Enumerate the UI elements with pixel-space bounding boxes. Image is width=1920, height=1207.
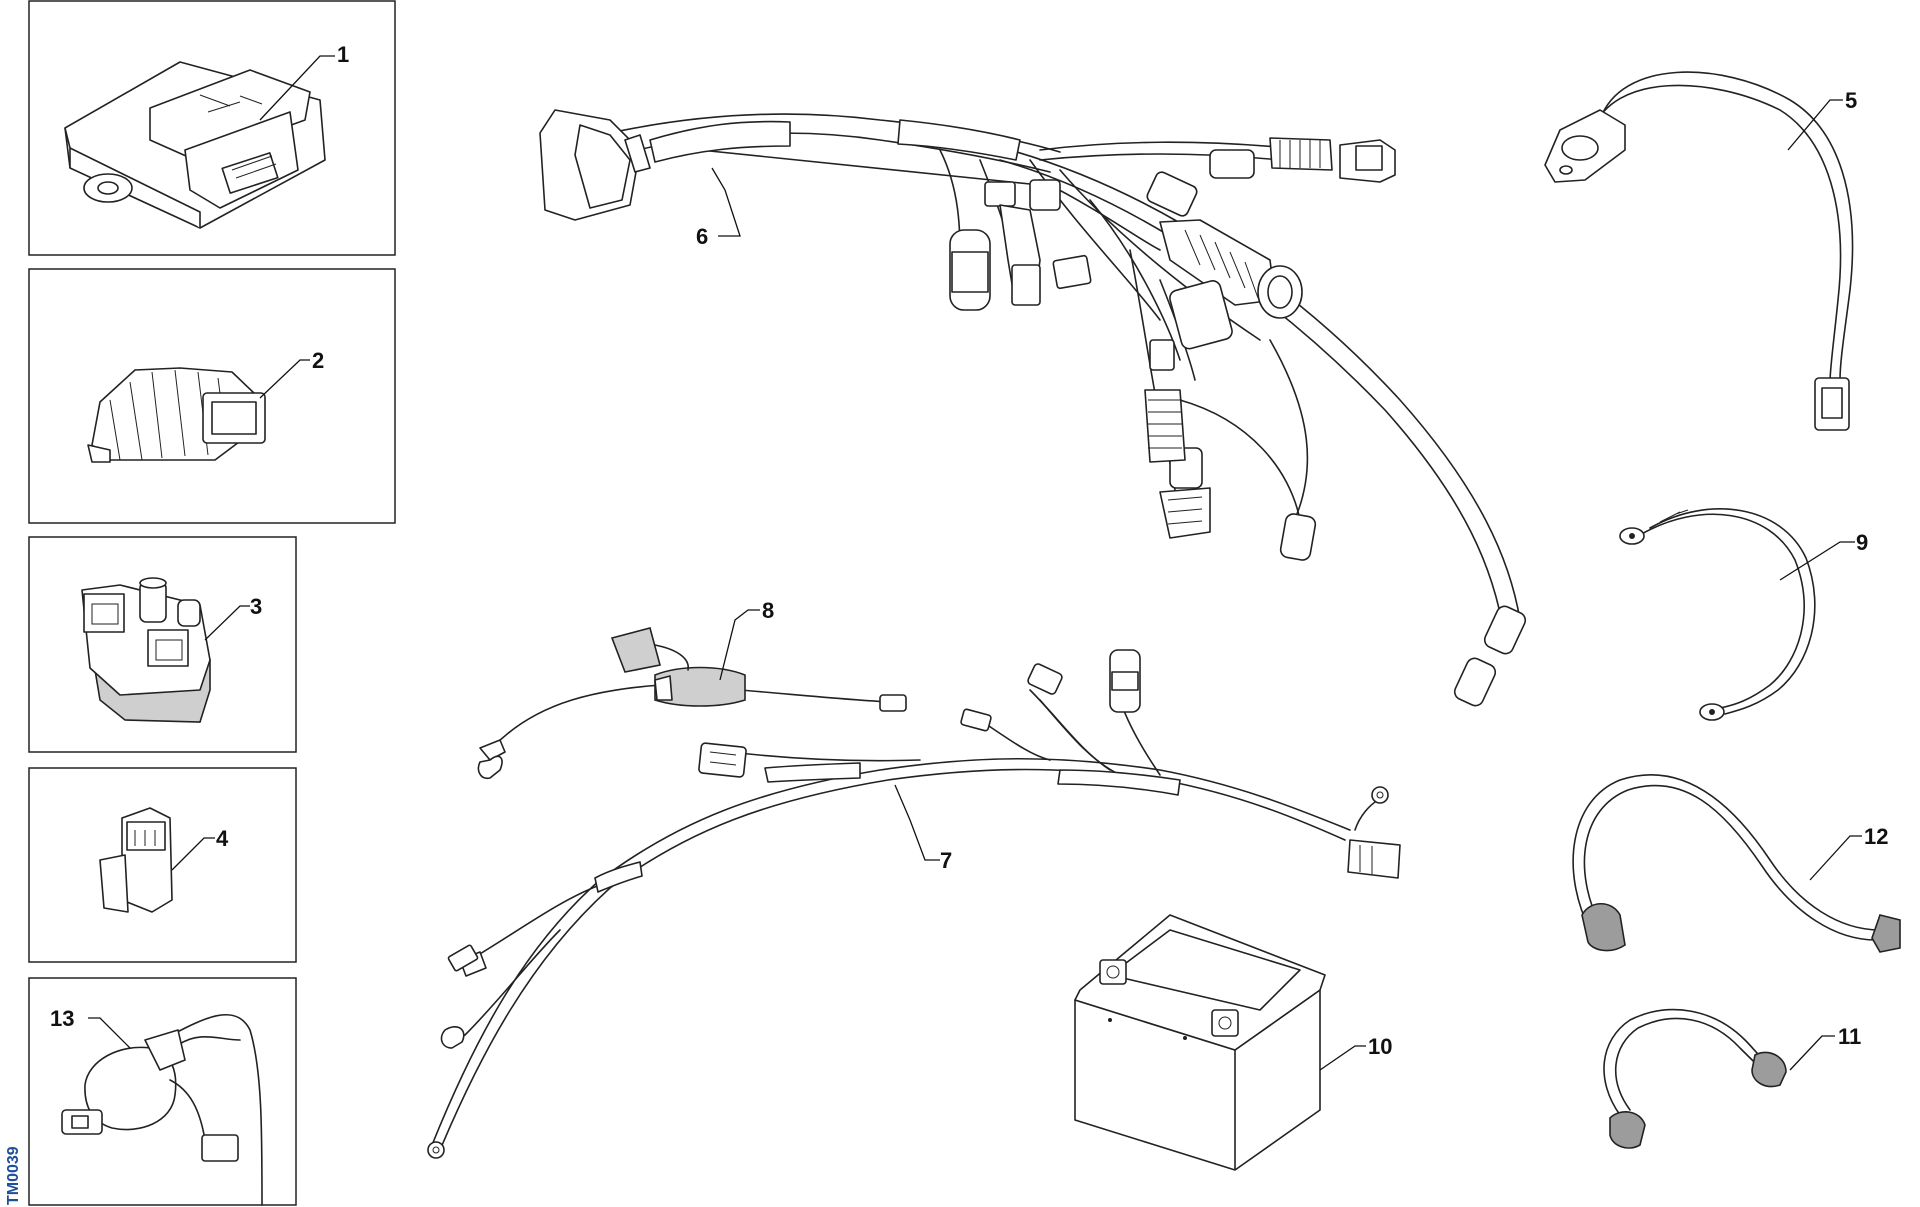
leader-line-11 <box>1789 1035 1835 1071</box>
callout-9: 9 <box>1856 530 1868 555</box>
part-box-13 <box>28 977 297 1206</box>
starter-relay-icon <box>81 577 211 723</box>
connector-icon <box>99 807 173 913</box>
leader-line-4 <box>171 837 215 871</box>
long-battery-cable-icon <box>1572 774 1901 953</box>
sensor-cable-icon <box>1544 71 1854 431</box>
callout-10: 10 <box>1368 1034 1392 1059</box>
leader-line-7 <box>894 784 940 861</box>
part-box-4 <box>28 767 297 963</box>
callout-7: 7 <box>940 848 952 873</box>
ignition-coil-icon <box>61 1013 263 1206</box>
leader-line-5 <box>1787 99 1843 151</box>
leader-line-13 <box>88 1017 131 1049</box>
callout-3: 3 <box>250 594 262 619</box>
callout-8: 8 <box>762 598 774 623</box>
callout-13: 13 <box>50 1006 74 1031</box>
battery-icon <box>1074 914 1326 1171</box>
callout-12: 12 <box>1864 824 1888 849</box>
callout-1: 1 <box>337 42 349 67</box>
callout-11: 11 <box>1838 1024 1861 1049</box>
callout-6: 6 <box>696 224 708 249</box>
leader-line-1 <box>259 55 335 121</box>
callout-5: 5 <box>1845 88 1857 113</box>
callout-2: 2 <box>312 348 324 373</box>
ground-cable-icon <box>1619 508 1816 721</box>
short-battery-cable-icon <box>1603 1008 1787 1149</box>
main-wiring-harness-icon <box>539 109 1527 707</box>
voltage-regulator-icon <box>87 367 266 463</box>
part-box-1 <box>28 0 396 256</box>
figure-reference-code: TM0039 <box>5 1146 22 1205</box>
leader-line-8 <box>719 609 760 681</box>
part-box-3 <box>28 536 297 753</box>
fuse-holder-cable-icon <box>477 627 907 780</box>
leader-line-10 <box>1319 1045 1366 1071</box>
leader-line-6 <box>711 167 741 237</box>
control-unit-icon <box>64 61 326 229</box>
leader-line-9 <box>1779 541 1855 581</box>
leader-line-12 <box>1809 835 1862 881</box>
leader-line-3 <box>204 605 250 641</box>
secondary-wiring-harness-icon <box>427 649 1401 1159</box>
part-box-2 <box>28 268 396 524</box>
callout-4: 4 <box>216 826 229 851</box>
leader-line-2 <box>259 359 310 399</box>
